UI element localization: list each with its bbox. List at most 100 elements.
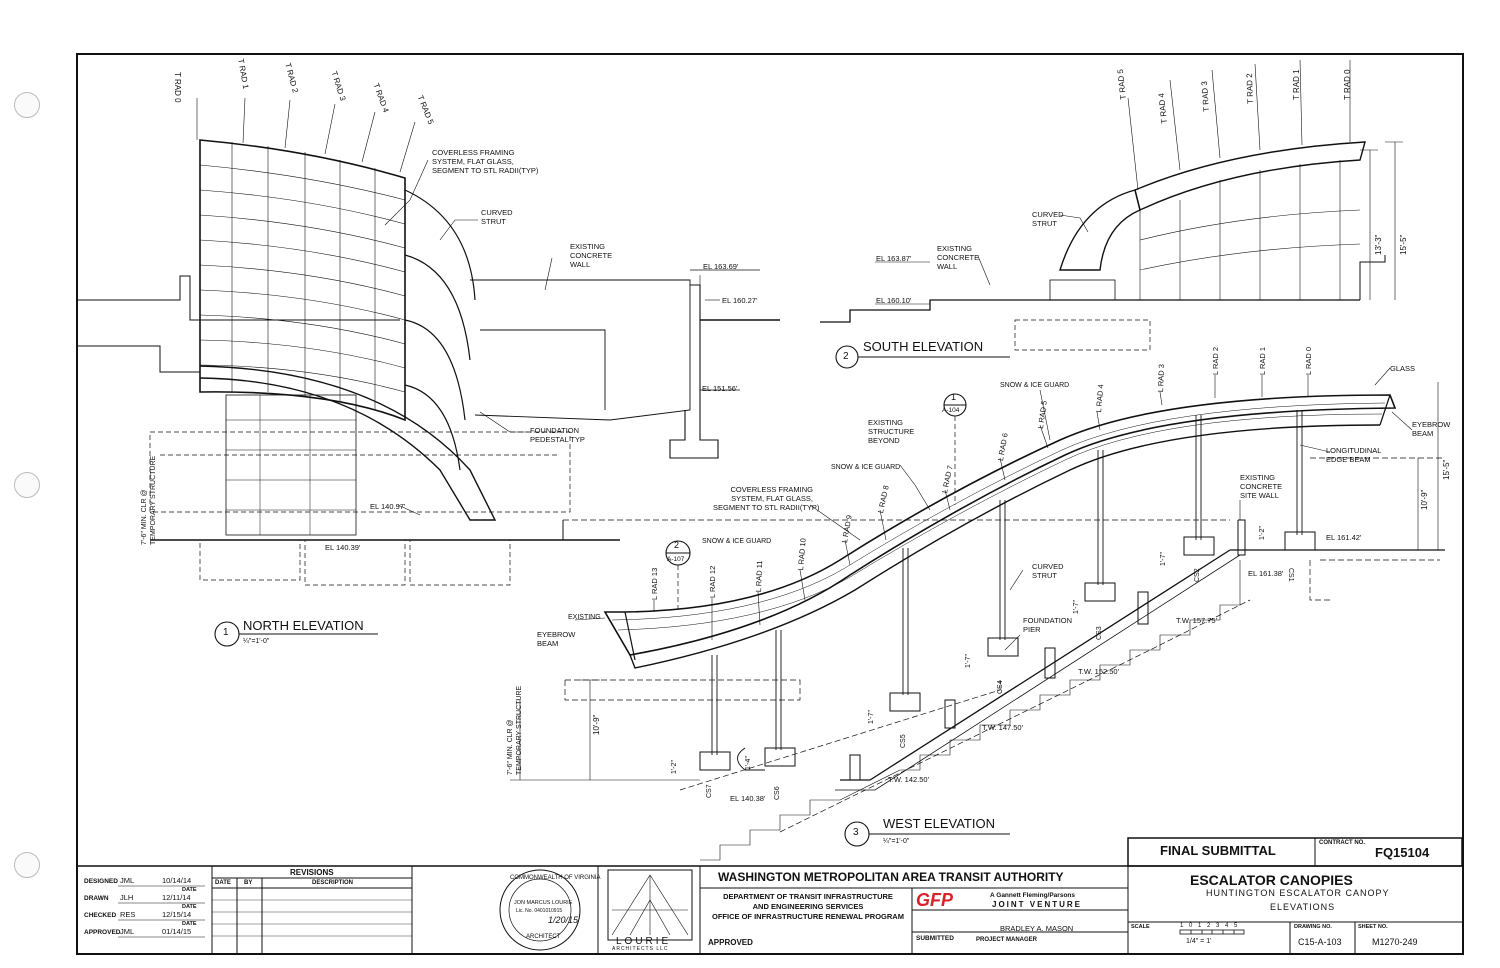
note-line: STRUT: [1032, 219, 1057, 228]
dimension: 10'-9": [1420, 489, 1429, 510]
firm-sub: ARCHITECTS LLC: [612, 946, 669, 952]
note-line: EXISTING: [570, 242, 606, 251]
north-pedestal-note: FOUNDATION PEDESTAL TYP: [530, 426, 585, 444]
column-tag: CS6: [774, 786, 781, 800]
dimension: 13'-3": [1374, 234, 1383, 255]
note-line: CURVED: [1032, 210, 1064, 219]
view-scale: ¼"=1'-0": [883, 838, 910, 845]
scale-value: 1/4" = 1': [1186, 938, 1212, 945]
dept-line: AND ENGINEERING SERVICES: [752, 902, 864, 911]
existing-note: EXISTING: [568, 614, 601, 621]
north-clearance-note: 7'-6" MIN. CLR @ TEMPORARY STRUCTURE: [140, 456, 158, 545]
note-line: EXISTING: [1240, 473, 1276, 482]
note-line: WALL: [570, 260, 591, 269]
column-tag: CS7: [706, 784, 713, 798]
dimension: 1'-7": [1160, 552, 1167, 566]
note-line: EXISTING: [868, 418, 904, 427]
note-line: CONCRETE: [570, 251, 613, 260]
submitted-label: SUBMITTED: [916, 935, 954, 942]
snow-guard-note: SNOW & ICE GUARD: [831, 464, 901, 471]
scale-ticks: 1 0 1 2 3 4 5: [1180, 923, 1240, 929]
note-line: BEAM: [537, 639, 559, 648]
south-elevation: [820, 59, 1403, 369]
title-block-frame: [78, 837, 1463, 954]
south-wall-note: EXISTING CONCRETE WALL: [937, 244, 979, 271]
binder-hole: [14, 472, 40, 498]
seal-date: 1/20/15: [548, 915, 579, 925]
revision-column: BY: [244, 880, 253, 886]
south-strut-note: CURVED STRUT: [1032, 210, 1064, 228]
final-submittal-label: FINAL SUBMITTAL: [1160, 843, 1276, 858]
callout-sheet: A-104: [942, 407, 960, 414]
rad-label: L RAD 13: [650, 567, 659, 600]
note-line: TEMPORARY STRUCTURE: [516, 685, 523, 775]
seal-label: ARCHITECT: [526, 934, 561, 940]
note-line: SYSTEM, FLAT GLASS,: [432, 157, 514, 166]
project-subtitle: HUNTINGTON ESCALATOR CANOPY: [1206, 888, 1390, 898]
department-block: DEPARTMENT OF TRANSIT INFRASTRUCTURE AND…: [708, 892, 908, 922]
rad-label: L RAD 1: [1258, 346, 1267, 375]
snow-guard-note: SNOW & ICE GUARD: [702, 538, 772, 545]
signoff-initials: JML: [120, 876, 135, 885]
signoff-role: APPROVED: [84, 929, 121, 936]
drawing-label: DRAWING NO.: [1294, 924, 1332, 930]
gfp-line: JOINT VENTURE: [992, 900, 1083, 909]
note-line: SITE WALL: [1240, 491, 1279, 500]
contract-label: CONTRACT NO.: [1319, 840, 1365, 846]
seal-license: Lic. No. 0401010915: [516, 908, 563, 914]
dept-line: OFFICE OF INFRASTRUCTURE RENEWAL PROGRAM: [712, 912, 904, 921]
note-line: PIER: [1023, 625, 1041, 634]
north-framing-note: COVERLESS FRAMING SYSTEM, FLAT GLASS, SE…: [432, 148, 538, 175]
callout-number: 2: [674, 540, 680, 550]
note-line: CONCRETE: [1240, 482, 1283, 491]
existing-structure-note: EXISTING STRUCTURE BEYOND: [868, 418, 914, 445]
note-line: CURVED: [1032, 562, 1064, 571]
date-label: DATE: [182, 904, 197, 910]
view-number: 1: [223, 627, 229, 638]
approved-label: APPROVED: [708, 938, 753, 947]
view-title: NORTH ELEVATION: [243, 618, 364, 633]
note-line: STRUT: [1032, 571, 1057, 580]
eyebrow-beam-note-right: EYEBROW BEAM: [1412, 420, 1450, 438]
signoff-date: 12/15/14: [162, 910, 192, 919]
elevation-mark: EL 140.38': [730, 794, 766, 803]
west-elevation: [510, 367, 1445, 861]
elevation-mark: EL 160.27': [722, 296, 758, 305]
top-of-wall-mark: T.W. 147.50': [982, 723, 1024, 732]
column-tag: CS3: [1096, 626, 1103, 640]
elevation-mark: EL 140.39': [325, 543, 361, 552]
column-tag: CS4: [997, 680, 1004, 694]
signoff-role: CHECKED: [84, 912, 117, 919]
rad-label: L RAD 11: [754, 560, 765, 593]
signoff-initials: RES: [120, 910, 136, 919]
note-line: EDGE BEAM: [1326, 455, 1371, 464]
note-line: EYEBROW: [537, 630, 576, 639]
section-callout-b: [665, 540, 691, 610]
note-line: COVERLESS FRAMING: [730, 485, 813, 494]
note-line: EYEBROW: [1412, 420, 1451, 429]
signoff-date: 12/11/14: [162, 893, 191, 902]
note-line: STRUT: [481, 217, 506, 226]
edge-beam-note: LONGITUDINAL EDGE BEAM: [1326, 446, 1381, 464]
signoff-initials: JLH: [120, 893, 134, 902]
column-tag: CS5: [900, 734, 907, 748]
view-title: SOUTH ELEVATION: [863, 339, 984, 354]
elevation-mark: EL 160.10': [876, 296, 912, 305]
note-line: SYSTEM, FLAT GLASS,: [731, 494, 813, 503]
authority-name: WASHINGTON METROPOLITAN AREA TRANSIT AUT…: [718, 870, 1064, 884]
glass-note: GLASS: [1390, 364, 1416, 373]
note-line: LONGITUDINAL: [1326, 446, 1382, 455]
seal-text: COMMONWEALTH OF VIRGINIA: [510, 875, 601, 881]
rad-label: T RAD 2: [1244, 73, 1255, 104]
note-line: BEYOND: [868, 436, 900, 445]
view-number: 2: [843, 351, 849, 362]
sheet-number: M1270-249: [1372, 937, 1418, 947]
eyebrow-beam-note-left: EYEBROW BEAM: [537, 630, 575, 648]
callout-number: 1: [951, 392, 957, 402]
north-strut-note: CURVED STRUT: [481, 208, 513, 226]
site-wall-note: EXISTING CONCRETE SITE WALL: [1240, 473, 1282, 500]
foundation-pier-note: FOUNDATION PIER: [1023, 616, 1072, 634]
note-line: CURVED: [481, 208, 513, 217]
